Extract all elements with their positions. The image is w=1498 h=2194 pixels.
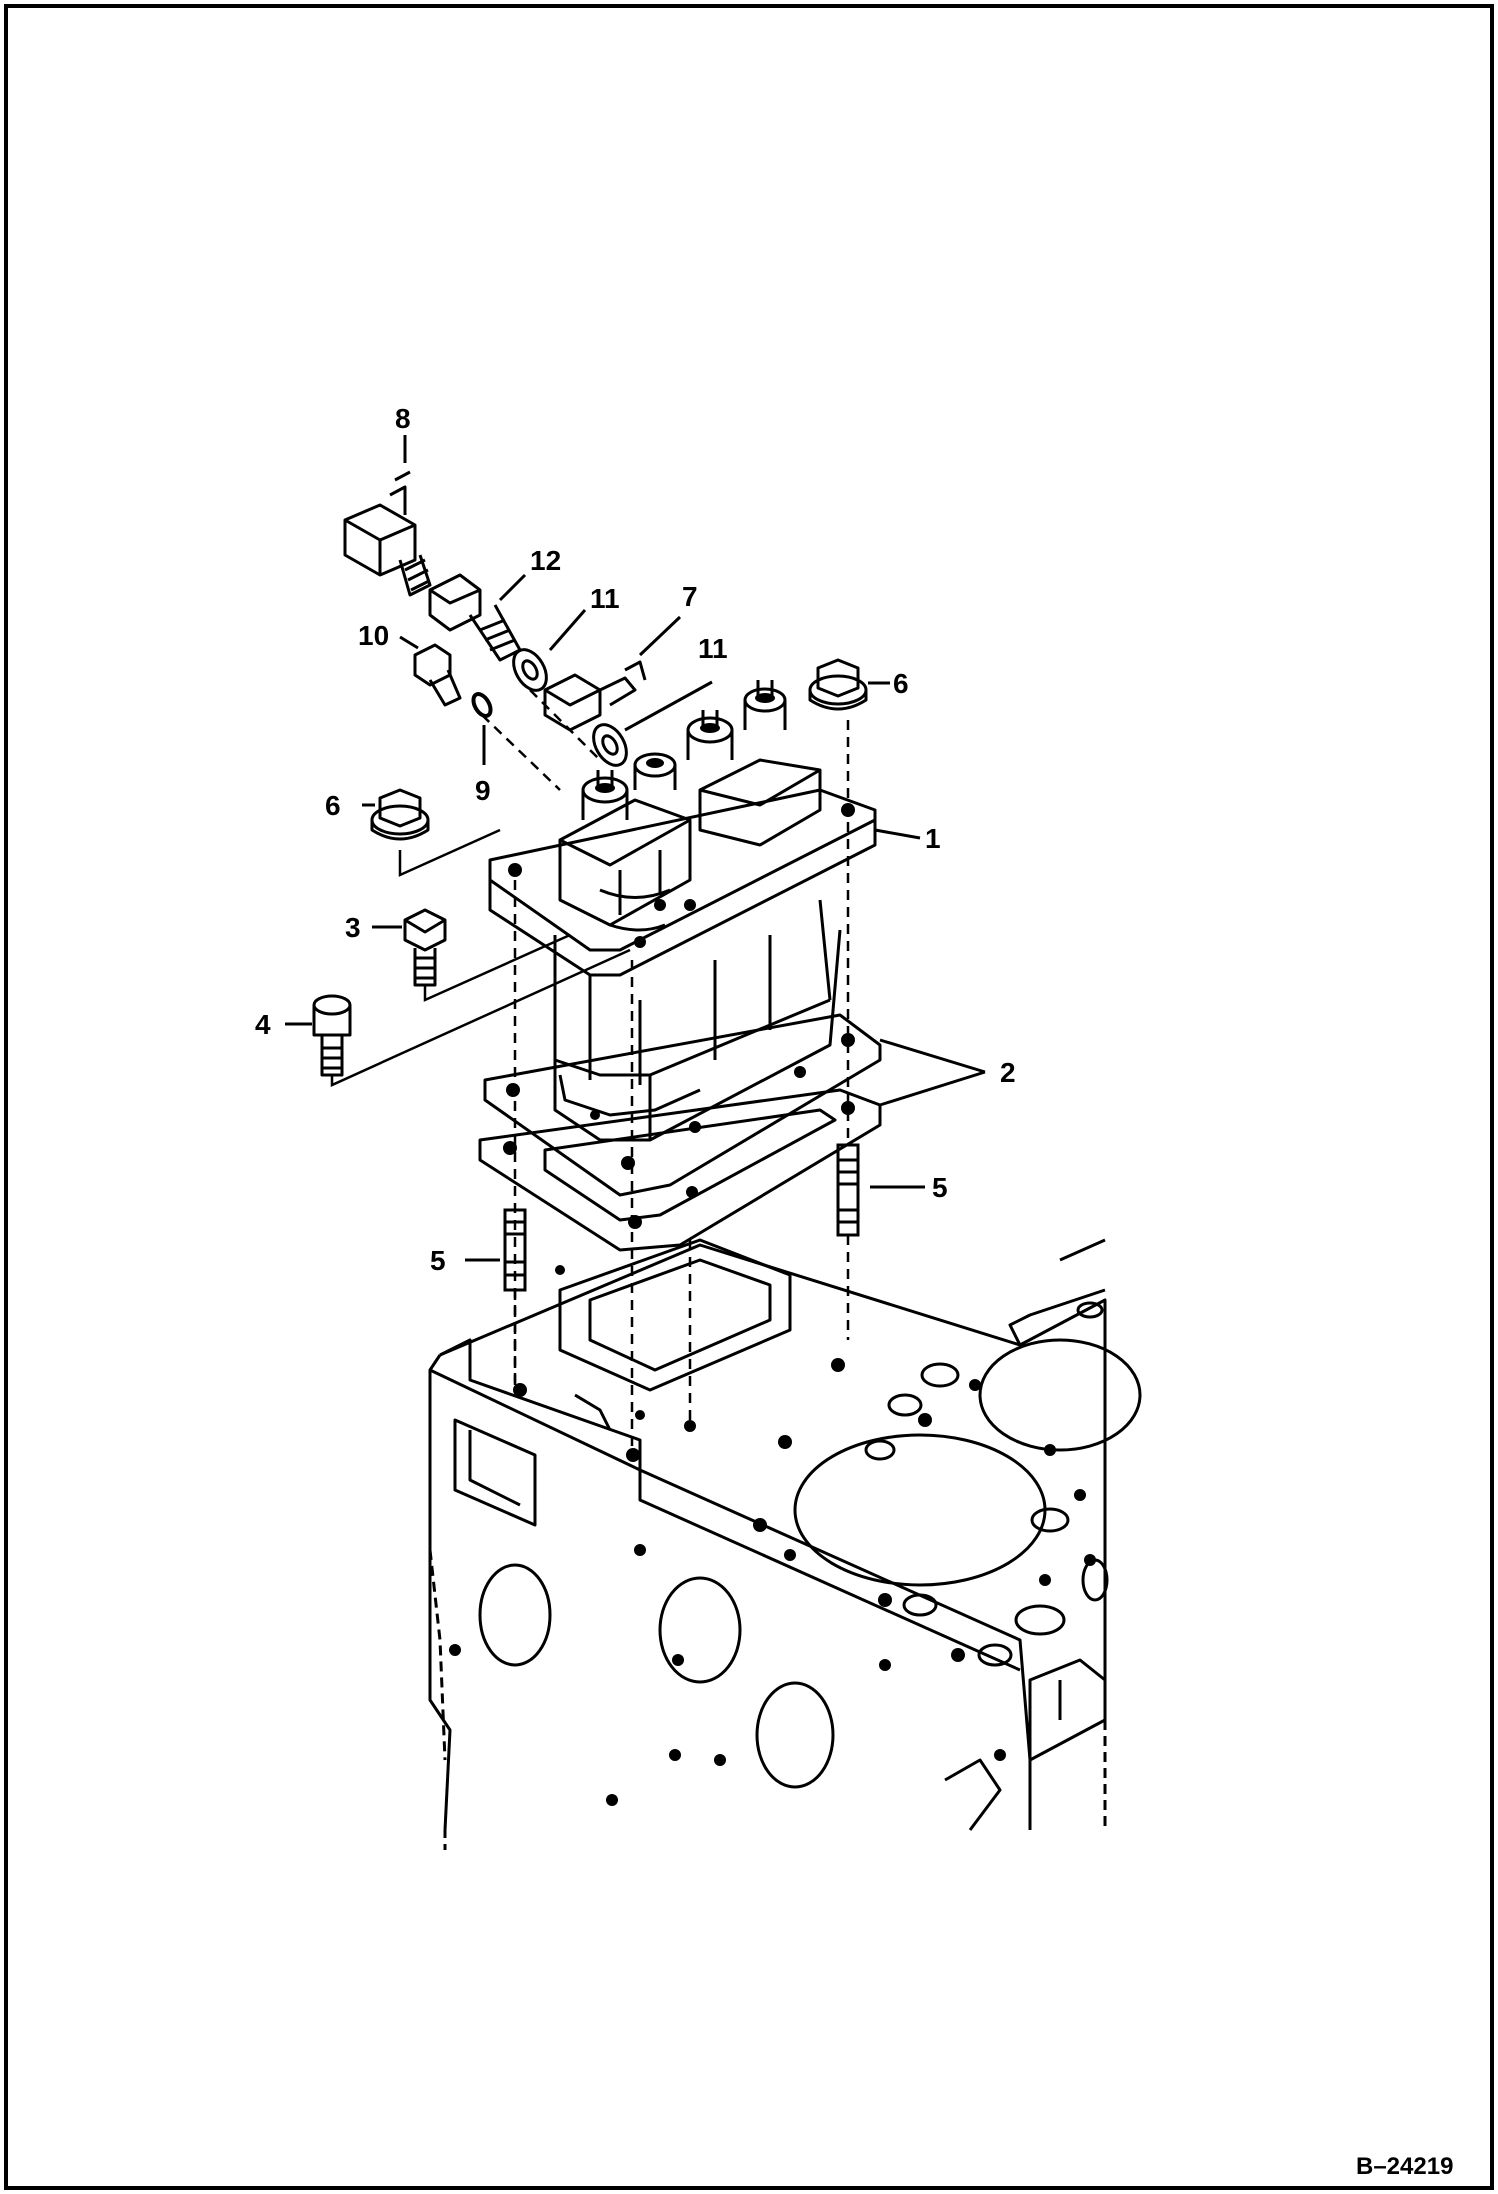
banjo-fitting	[343, 470, 432, 597]
callout-11-upper: 11	[590, 583, 620, 614]
alignment-lines	[481, 689, 850, 1455]
injection-pump	[488, 680, 877, 1142]
page-border	[4, 4, 1494, 2190]
callout-9: 9	[475, 775, 491, 806]
washers	[512, 648, 628, 767]
callout-4: 4	[255, 1009, 271, 1040]
hollow-bolt	[428, 573, 522, 662]
flange-nut-lower	[370, 788, 430, 841]
callout-2: 2	[1000, 1057, 1016, 1088]
gasket-holes	[503, 1033, 855, 1229]
leader-lines	[330, 828, 631, 1087]
callout-3: 3	[345, 912, 361, 943]
callout-5-left: 5	[430, 1245, 446, 1276]
callout-5-right: 5	[932, 1172, 948, 1203]
callout-6-lower: 6	[325, 790, 341, 821]
callout-7: 7	[682, 581, 698, 612]
stud-5-right	[836, 1143, 860, 1237]
callout-labels: 8 12 11 7 10 11 6 9 6 1 3 4 2 5 5	[255, 403, 1016, 1276]
callout-8: 8	[395, 403, 411, 434]
socket-bolt-4	[312, 994, 352, 1077]
callout-6-upper: 6	[893, 668, 909, 699]
callout-1: 1	[925, 823, 941, 854]
callout-leaders	[285, 435, 986, 1262]
block-bolt-holes	[449, 1265, 1096, 1806]
o-ring-9	[471, 692, 493, 718]
callout-11-lower: 11	[698, 633, 728, 664]
figure-id: B–24219	[1356, 2153, 1453, 2180]
callout-10: 10	[358, 620, 389, 651]
pump-fittings-fill	[508, 693, 855, 948]
flange-nut-upper	[808, 658, 868, 711]
gaskets	[478, 1013, 882, 1252]
bolt-10	[413, 643, 462, 707]
bolt-3	[403, 908, 447, 987]
callout-12: 12	[530, 545, 561, 576]
pipe-fitting	[543, 660, 647, 732]
block-small-ports	[864, 1301, 1109, 1667]
engine-block	[428, 1238, 1142, 1850]
